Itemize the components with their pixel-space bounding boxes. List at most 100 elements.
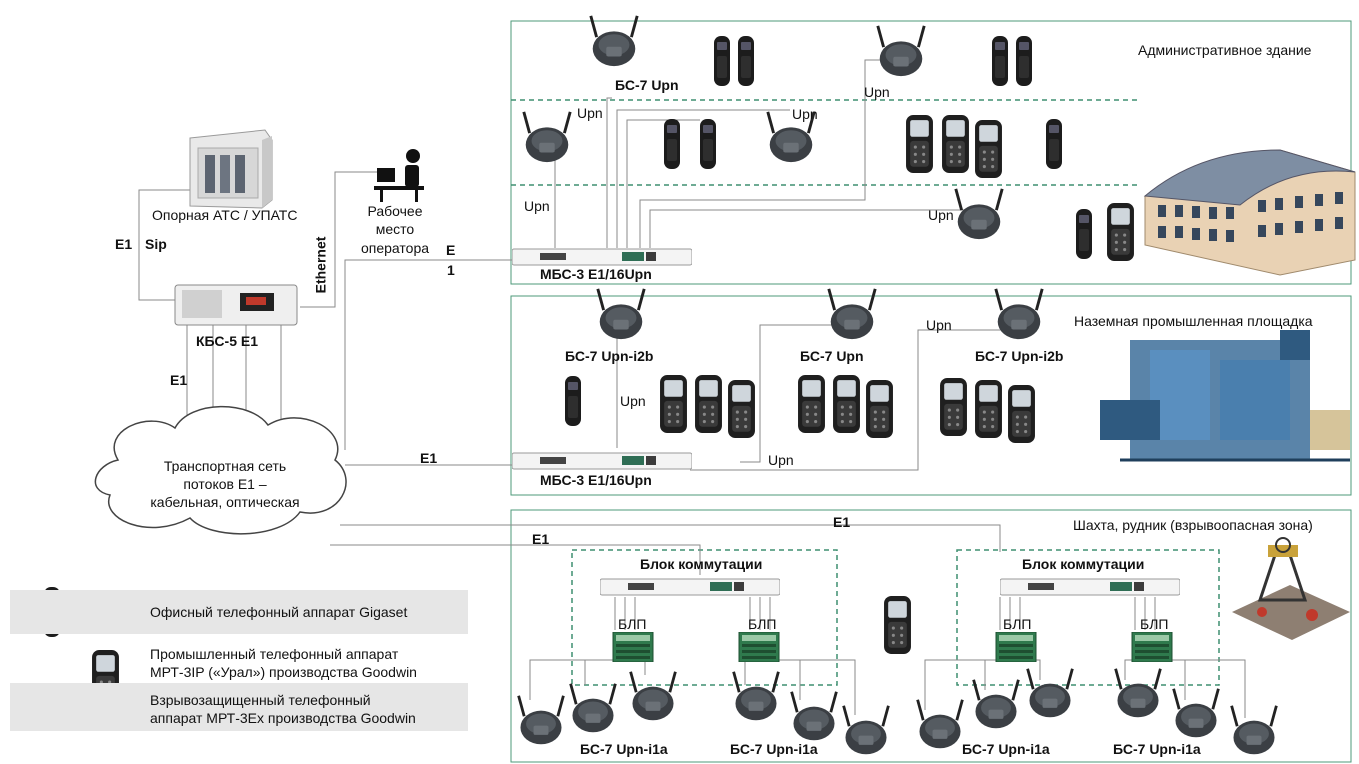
- gigaset-phone-icon: [664, 119, 680, 169]
- link-upn: Upn: [768, 452, 794, 468]
- pbx-cabinet-icon: [189, 129, 273, 209]
- industrial-phone-icon: [975, 380, 1002, 438]
- industrial-phone-icon: [833, 375, 860, 433]
- mbs-rack-ground: [512, 452, 692, 470]
- zone-admin-frame: [510, 20, 1352, 285]
- base-station-icon: [1026, 667, 1074, 719]
- industrial-phone-icon: [1008, 385, 1035, 443]
- base-station-icon: [1114, 667, 1162, 719]
- link-e-part: E: [446, 242, 456, 258]
- legend-ex-2: аппарат МРТ-3Ex производства Goodwin: [150, 710, 416, 726]
- industrial-phone-icon: [1107, 203, 1134, 261]
- industrial-phone-icon: [906, 115, 933, 173]
- blp-label: БЛП: [1003, 616, 1032, 632]
- building-icon: [1143, 149, 1356, 276]
- gigaset-phone-icon: [1016, 36, 1032, 86]
- zone-mine-frame: [510, 509, 1352, 763]
- industrial-plant-icon: [1100, 330, 1350, 462]
- network-label-2: потоков Е1 –: [183, 476, 267, 492]
- kbs-icon: [174, 284, 298, 326]
- bs7-i1a-label: БС-7 Upn-i1a: [580, 741, 668, 757]
- blok-rack-2: [1000, 578, 1180, 596]
- cloud-icon: [94, 405, 347, 535]
- base-station-icon: [876, 24, 926, 78]
- mine-headframe-icon: [1232, 537, 1350, 640]
- mbs-rack-admin: [512, 248, 692, 266]
- operator-label-1: Рабочее: [367, 203, 423, 219]
- network-label-1: Транспортная сеть: [163, 458, 287, 474]
- zone-ground-title: Наземная промышленная площадка: [1074, 313, 1313, 329]
- bs7-upn-label: БС-7 Upn: [800, 348, 864, 364]
- blp-board-icon: [612, 632, 654, 662]
- bs7-i1a-label: БС-7 Upn-i1a: [962, 741, 1050, 757]
- base-station-icon: [916, 698, 964, 750]
- zone-ground-frame: [510, 295, 1352, 496]
- legend-band-gigaset: [10, 590, 468, 634]
- base-station-icon: [517, 694, 565, 746]
- gigaset-phone-icon: [1046, 119, 1062, 169]
- link-upn: Upn: [577, 105, 603, 121]
- link-e1-ats: E1: [115, 236, 133, 252]
- legend-ural-1: Промышленный телефонный аппарат: [150, 646, 399, 662]
- blp-label: БЛП: [618, 616, 647, 632]
- base-station-icon: [569, 682, 617, 734]
- blp-board-icon: [1131, 632, 1173, 662]
- base-station-icon: [842, 704, 890, 756]
- legend-band-ex: [10, 683, 468, 731]
- kbs-label: КБС-5 Е1: [196, 333, 258, 349]
- bs7-i1a-label: БС-7 Upn-i1a: [730, 741, 818, 757]
- industrial-phone-icon: [728, 380, 755, 438]
- ats-label: Опорная АТС / УПАТС: [152, 207, 298, 223]
- blok-label-2: Блок коммутации: [1022, 556, 1145, 572]
- blok-frame-1: [571, 549, 838, 686]
- link-upn: Upn: [864, 84, 890, 100]
- gigaset-phone-icon: [1076, 209, 1092, 259]
- bs7-upn-label: БС-7 Upn: [615, 77, 679, 93]
- base-station-icon: [522, 110, 572, 164]
- link-upn: Upn: [926, 317, 952, 333]
- link-sip: Sip: [145, 236, 167, 252]
- industrial-phone-icon: [942, 115, 969, 173]
- blok-frame-2: [956, 549, 1220, 686]
- blok-rack-1: [600, 578, 780, 596]
- industrial-phone-icon: [975, 120, 1002, 178]
- link-upn: Upn: [928, 207, 954, 223]
- operator-label-3: оператора: [360, 240, 430, 256]
- link-upn: Upn: [524, 198, 550, 214]
- link-upn: Upn: [792, 106, 818, 122]
- blp-label: БЛП: [748, 616, 777, 632]
- link-e1-kbs: E1: [170, 372, 188, 388]
- mbs-admin-label: МБС-3 Е1/16Upn: [540, 266, 652, 282]
- link-upn: Upn: [620, 393, 646, 409]
- base-station-icon: [1172, 687, 1220, 739]
- mbs-ground-label: МБС-3 Е1/16Upn: [540, 472, 652, 488]
- blp-board-icon: [995, 632, 1037, 662]
- industrial-phone-icon: [866, 380, 893, 438]
- gigaset-phone-icon: [714, 36, 730, 86]
- base-station-icon: [790, 690, 838, 742]
- link-e1-mine-left: Е1: [532, 531, 550, 547]
- industrial-phone-icon: [695, 375, 722, 433]
- industrial-phone-icon: [660, 375, 687, 433]
- link-ethernet: Ethernet: [312, 236, 329, 294]
- industrial-phone-icon: [940, 378, 967, 436]
- legend-ural-2: МРТ-3IP («Урал») производства Goodwin: [150, 664, 417, 680]
- base-station-icon: [732, 670, 780, 722]
- bs7-i2b-label: БС-7 Upn-i2b: [565, 348, 654, 364]
- gigaset-phone-icon: [738, 36, 754, 86]
- blp-label: БЛП: [1140, 616, 1169, 632]
- base-station-icon: [972, 678, 1020, 730]
- link-e1-ground: E1: [420, 450, 438, 466]
- link-one: 1: [447, 262, 455, 278]
- legend-gigaset: Офисный телефонный аппарат Gigaset: [150, 604, 408, 620]
- network-label-3: кабельная, оптическая: [150, 494, 300, 510]
- base-station-icon: [629, 670, 677, 722]
- gigaset-phone-icon: [700, 119, 716, 169]
- bs7-i2b-label: БС-7 Upn-i2b: [975, 348, 1064, 364]
- zone-mine-title: Шахта, рудник (взрывоопасная зона): [1073, 517, 1313, 533]
- link-e1-mine-top: Е1: [833, 514, 851, 530]
- base-station-icon: [954, 187, 1004, 241]
- operator-workstation-icon: [374, 149, 424, 202]
- base-station-icon: [1230, 704, 1278, 756]
